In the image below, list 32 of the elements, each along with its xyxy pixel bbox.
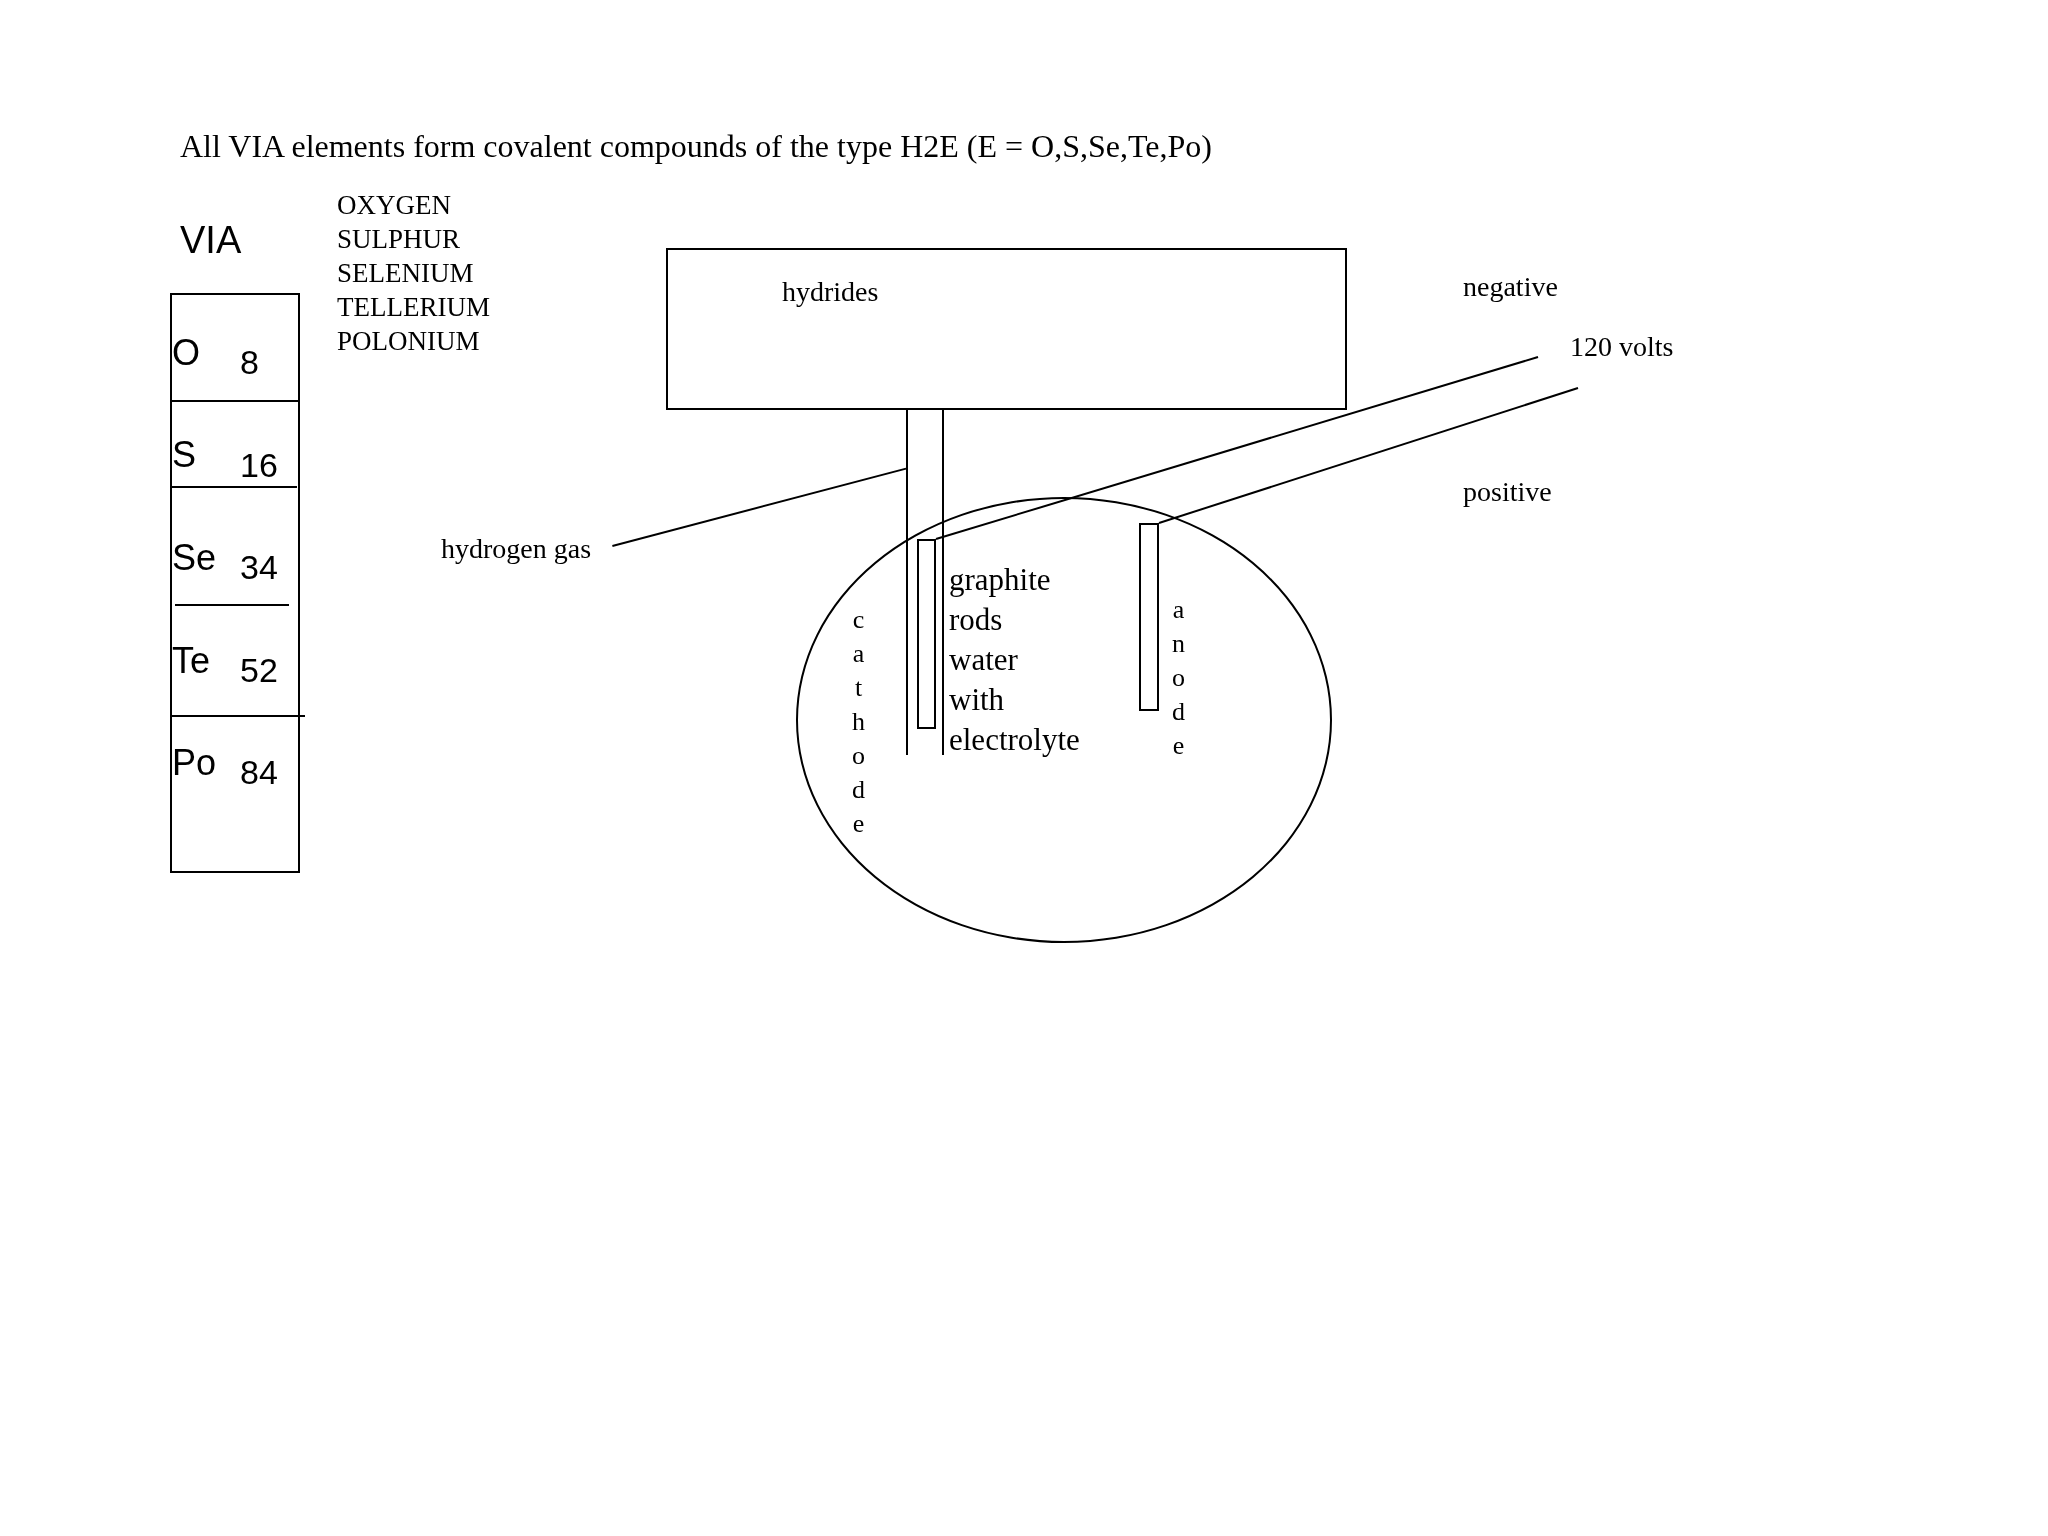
box-label: hydrides	[782, 276, 879, 308]
element-symbol: O	[172, 333, 200, 373]
voltage-label: 120 volts	[1570, 330, 1674, 364]
element-name: SULPHUR	[337, 223, 461, 256]
leader-line	[611, 467, 907, 547]
element-symbol: Te	[172, 641, 211, 681]
electrode-label: anode	[1172, 594, 1185, 762]
atomic-number: 52	[240, 650, 278, 690]
atomic-number: 34	[240, 547, 278, 587]
element-name: POLONIUM	[337, 325, 480, 358]
element-symbol: S	[172, 435, 196, 475]
hydrogen-gas-label: hydrogen gas	[441, 530, 609, 568]
anode-rod	[1139, 523, 1159, 711]
cathode-rod	[917, 539, 936, 729]
atomic-number: 8	[240, 342, 259, 382]
terminal-label: negative	[1463, 270, 1558, 304]
wire	[1158, 387, 1579, 524]
group-heading: VIA	[180, 220, 242, 260]
element-name: SELENIUM	[337, 257, 474, 290]
electrode-label: cathode	[852, 604, 865, 840]
terminal-label: positive	[1463, 475, 1552, 509]
title: All VIA elements form covalent compounds of the type H2E (E = O,S,Se,Te,Po)	[180, 128, 1212, 165]
element-name: OXYGEN	[337, 189, 451, 222]
element-symbol: Po	[172, 743, 217, 783]
atomic-number: 84	[240, 752, 278, 792]
gas-tube	[906, 410, 944, 755]
element-name: TELLERIUM	[337, 291, 490, 324]
element-symbol: Se	[172, 538, 217, 578]
solution-label: water with electrolyte	[949, 641, 1080, 759]
electrolysis-vessel	[796, 497, 1332, 943]
atomic-number: 16	[240, 445, 278, 485]
hydrides-box	[666, 248, 1347, 410]
